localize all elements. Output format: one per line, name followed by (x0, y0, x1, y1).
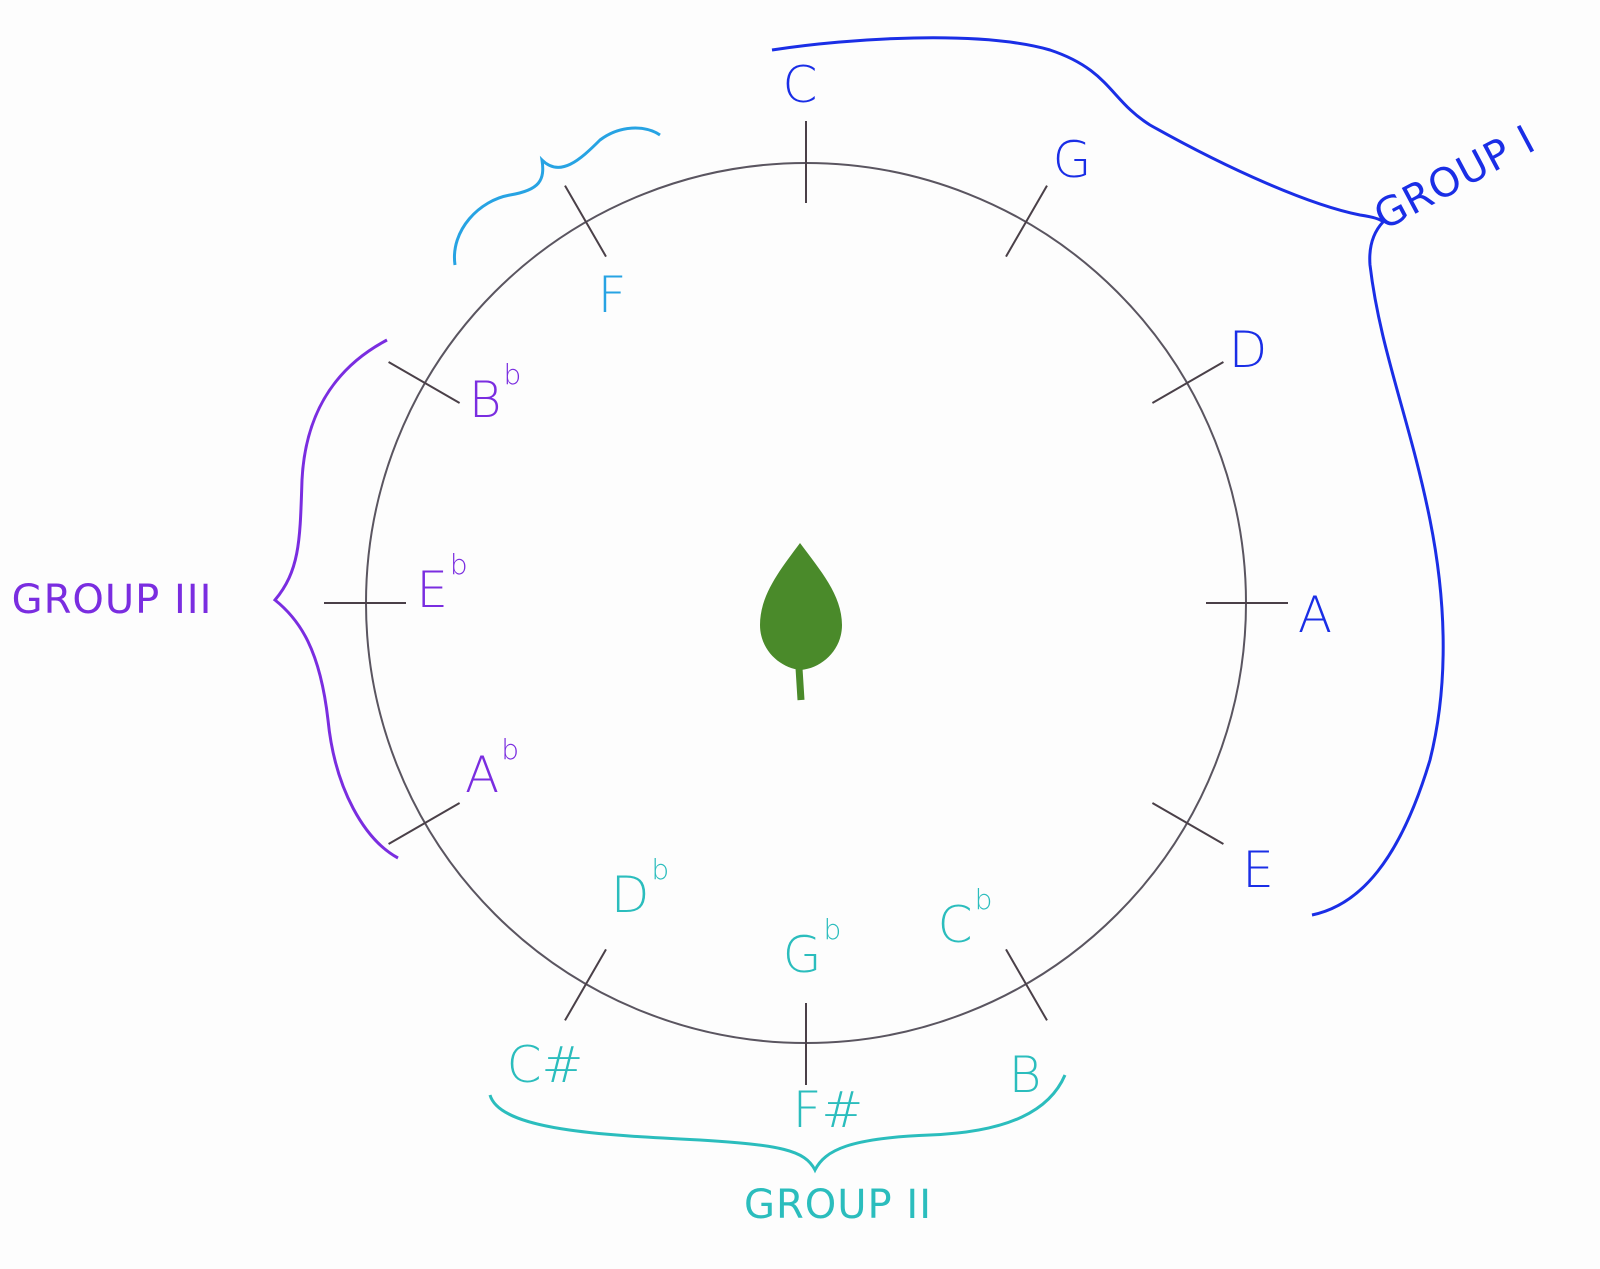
note-name: C# (506, 1036, 584, 1094)
flat-sign: b (974, 883, 993, 916)
note-label-c: C (783, 60, 818, 110)
flat-sign: b (651, 853, 670, 886)
note-name: G (1052, 131, 1092, 189)
tick-mark (1151, 361, 1224, 404)
flat-sign: b (503, 358, 522, 391)
group-1-brace (771, 36, 1445, 917)
tick-mark (388, 802, 461, 845)
note-name: F (597, 266, 627, 324)
note-label-a: A (1298, 590, 1332, 640)
tick-mark (1005, 948, 1048, 1021)
tick-mark (564, 185, 607, 258)
note-name: D (1228, 321, 1268, 379)
note-label-b-flat: Bb (469, 361, 522, 426)
note-label-e-flat: Eb (416, 551, 467, 616)
note-label-g-flat: Gb (783, 916, 842, 981)
group-2-brace (488, 1074, 1067, 1174)
note-name: E (416, 561, 448, 619)
flat-sign: b (449, 548, 468, 581)
note-name: D (610, 866, 650, 924)
note-name: A (465, 746, 500, 804)
group-2-label: GROUP II (744, 1182, 932, 1228)
tick-mark (1005, 185, 1048, 258)
note-label-c-sharp: C# (507, 1040, 584, 1090)
tick-marks (324, 121, 1288, 1085)
note-name: C (937, 896, 973, 954)
f-brace (452, 126, 661, 266)
group-3-brace (272, 338, 399, 860)
leaf-icon (760, 543, 842, 701)
note-label-f-sharp: F# (793, 1085, 864, 1135)
flat-sign: b (501, 733, 519, 766)
note-name: B (1008, 1046, 1042, 1104)
group-3-label: GROUP III (11, 577, 213, 623)
tick-mark (564, 948, 607, 1021)
note-label-b: B (1009, 1050, 1042, 1100)
note-label-d: D (1229, 325, 1268, 375)
tick-mark (1151, 802, 1224, 845)
note-label-e: E (1242, 845, 1274, 895)
note-name: G (782, 926, 822, 984)
note-name: F# (792, 1081, 864, 1139)
note-label-g: G (1053, 135, 1092, 185)
note-name: B (468, 371, 502, 429)
note-label-d-flat: Db (611, 856, 669, 921)
note-name: A (1297, 586, 1333, 644)
note-label-a-flat: Ab (465, 736, 519, 801)
flat-sign: b (823, 913, 842, 946)
tick-mark (388, 361, 461, 404)
note-name: E (1242, 841, 1274, 899)
note-name: C (782, 56, 818, 114)
note-label-c-flat: Cb (938, 886, 993, 951)
note-label-f: F (598, 270, 627, 320)
